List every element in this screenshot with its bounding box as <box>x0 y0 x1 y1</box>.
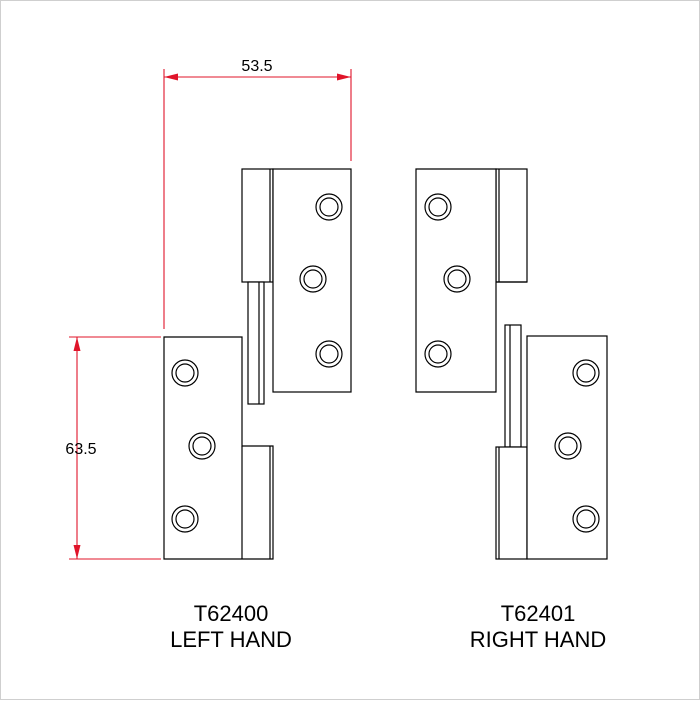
left-hinge-hand-label: LEFT HAND <box>170 627 292 652</box>
left-hinge-caption: T62400 LEFT HAND <box>131 601 331 653</box>
width-dimension-label: 53.5 <box>241 58 272 75</box>
screw-hole-icon <box>315 193 343 221</box>
left-hinge-part-number: T62400 <box>193 601 269 626</box>
right-hinge-hand-label: RIGHT HAND <box>469 627 607 652</box>
upper-knuckle <box>495 168 528 283</box>
screw-hole-icon <box>299 265 327 293</box>
left-hand-hinge <box>163 168 352 560</box>
height-dimension-label: 63.5 <box>65 441 96 458</box>
width-dimension: 53.5 <box>163 58 352 329</box>
upper-knuckle <box>241 168 274 283</box>
screw-hole-icon <box>315 340 343 368</box>
lower-leaf-plate <box>163 336 274 560</box>
screw-hole-icon <box>424 340 452 368</box>
screw-hole-icon <box>424 193 452 221</box>
hinge-pin <box>247 281 265 405</box>
width-arrow-left <box>164 73 178 81</box>
lower-leaf-plate <box>526 335 608 560</box>
upper-leaf-plate <box>272 168 352 393</box>
right-hand-hinge <box>415 168 608 560</box>
height-dimension: 63.5 <box>65 336 161 560</box>
screw-hole-icon <box>572 359 600 387</box>
right-hinge-caption: T62401 RIGHT HAND <box>428 601 648 653</box>
screw-hole-icon <box>171 359 199 387</box>
width-arrow-right <box>337 73 351 81</box>
screw-hole-icon <box>572 505 600 533</box>
screw-hole-icon <box>188 432 216 460</box>
screw-hole-icon <box>443 265 471 293</box>
hinge-pin <box>504 324 522 448</box>
screw-hole-icon <box>554 432 582 460</box>
right-hinge-part-number: T62401 <box>500 601 576 626</box>
height-arrow-bottom <box>73 545 81 559</box>
lower-knuckle <box>495 446 528 560</box>
screw-hole-icon <box>171 505 199 533</box>
height-arrow-top <box>73 337 81 351</box>
upper-leaf-plate <box>415 168 527 393</box>
